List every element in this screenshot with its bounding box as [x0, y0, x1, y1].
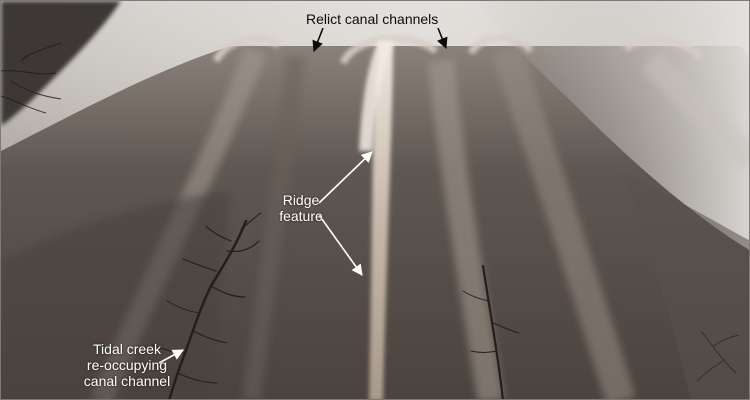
relict-arrow-left [312, 27, 324, 53]
tidal-creek-label-line-2: re-occupying [86, 357, 168, 373]
ridge-arrow-lower [318, 214, 363, 276]
tidal-creek-label-line-3: canal channel [83, 373, 171, 389]
ridge-feature-label-line-2: feature [279, 208, 323, 224]
tidal-creek-label-line-1: Tidal creek [93, 341, 161, 357]
ridge-arrow-upper [318, 151, 373, 204]
relict-arrow-right [437, 27, 448, 50]
tidal-creek-arrow [158, 349, 184, 364]
relict-canal-channels-label: Relict canal channels [306, 11, 439, 27]
ridge-feature-label: Ridge feature [251, 192, 351, 224]
tidal-creek-label: Tidal creek re-occupying canal channel [63, 341, 191, 389]
ridge-feature-label-line-1: Ridge [282, 192, 320, 208]
